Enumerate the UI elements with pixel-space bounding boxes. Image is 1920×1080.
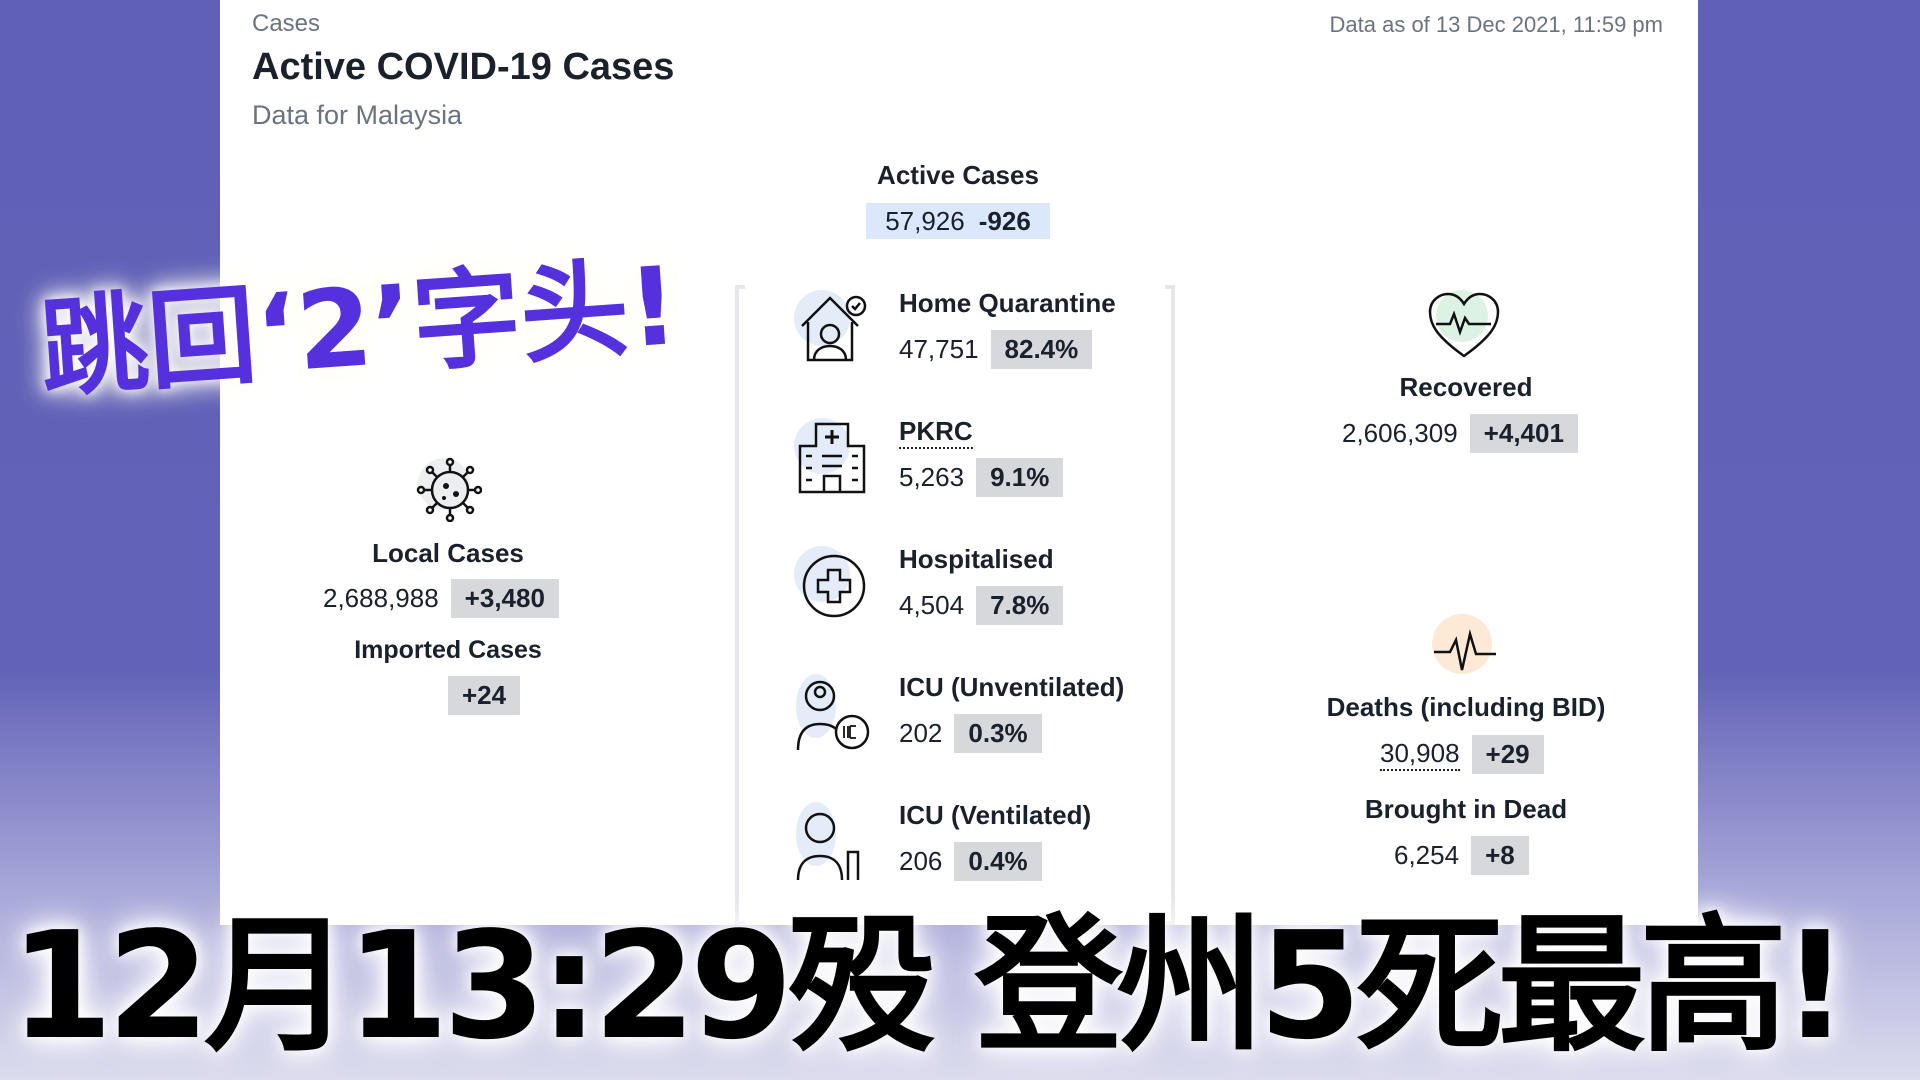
icu-ventilated-value: 206 0.4%	[899, 842, 1042, 881]
deaths-change: +29	[1471, 735, 1544, 774]
recovered-value: 2,606,309 +4,401	[1342, 414, 1578, 453]
cases-card: Cases Active COVID-19 Cases Data for Mal…	[220, 0, 1698, 925]
section-label: Cases	[252, 10, 321, 37]
icu-unventilated-value: 202 0.3%	[899, 714, 1042, 753]
local-change: +3,480	[450, 579, 559, 618]
virus-icon	[416, 457, 482, 522]
recovered-count: 2,606,309	[1342, 418, 1458, 448]
hospitalised-value: 4,504 7.8%	[899, 586, 1064, 625]
data-timestamp: Data as of 13 Dec 2021, 11:59 pm	[1329, 12, 1663, 37]
icu-unventilated-label: ICU (Unventilated)	[899, 672, 1125, 702]
imported-cases-label: Imported Cases	[354, 636, 542, 664]
bid-change: +8	[1471, 836, 1529, 875]
pkrc-count: 5,263	[899, 462, 965, 492]
hosp-pct: 7.8%	[976, 586, 1064, 625]
imported-cases-value: +24	[448, 676, 521, 715]
icu-v-count: 206	[899, 846, 943, 876]
home-quarantine-value: 47,751 82.4%	[899, 330, 1093, 369]
pkrc-pct: 9.1%	[976, 458, 1064, 497]
active-cases-label: Active Cases	[877, 160, 1039, 190]
deaths-count[interactable]: 30,908	[1380, 738, 1460, 771]
hosp-count: 4,504	[899, 590, 965, 620]
pulse-line-icon	[1432, 614, 1496, 674]
active-value: 57,926	[885, 205, 965, 236]
hospitalised-label: Hospitalised	[899, 544, 1054, 574]
medical-cross-icon	[794, 546, 866, 618]
hq-pct: 82.4%	[990, 330, 1093, 369]
page-subtitle: Data for Malaysia	[252, 100, 463, 130]
active-cases-value: 57,926 -926	[866, 203, 1050, 239]
group-bracket-left	[735, 285, 745, 925]
ventilator-patient-icon	[796, 802, 860, 880]
bid-value: 6,254 +8	[1394, 836, 1529, 875]
recovered-change: +4,401	[1469, 414, 1578, 453]
overlay-headline-black: 12月13:29殁 登州5死最高!	[10, 900, 1849, 1072]
pkrc-value: 5,263 9.1%	[899, 458, 1064, 497]
bid-count: 6,254	[1394, 840, 1460, 870]
icu-u-count: 202	[899, 718, 943, 748]
home-quarantine-label: Home Quarantine	[899, 288, 1116, 318]
pkrc-label[interactable]: PKRC	[899, 416, 973, 449]
active-change: -926	[978, 205, 1031, 236]
local-value: 2,688,988	[323, 583, 439, 613]
local-cases-value: 2,688,988 +3,480	[323, 579, 559, 618]
deaths-value: 30,908 +29	[1380, 735, 1544, 774]
icu-v-pct: 0.4%	[954, 842, 1042, 881]
icu-u-pct: 0.3%	[954, 714, 1042, 753]
hospital-building-icon	[794, 418, 866, 494]
recovered-label: Recovered	[1399, 372, 1533, 402]
icu-ventilated-label: ICU (Ventilated)	[899, 800, 1092, 830]
icu-doctor-icon	[796, 674, 870, 751]
heart-pulse-icon	[1428, 290, 1500, 358]
local-cases-label: Local Cases	[372, 538, 524, 568]
hq-value: 47,751	[899, 334, 979, 364]
bid-label: Brought in Dead	[1364, 794, 1568, 824]
page-title: Active COVID-19 Cases	[252, 46, 675, 88]
home-quarantine-icon	[794, 290, 867, 362]
imported-change: +24	[448, 676, 521, 715]
deaths-label: Deaths (including BID)	[1326, 692, 1606, 722]
group-bracket-right	[1165, 285, 1175, 925]
